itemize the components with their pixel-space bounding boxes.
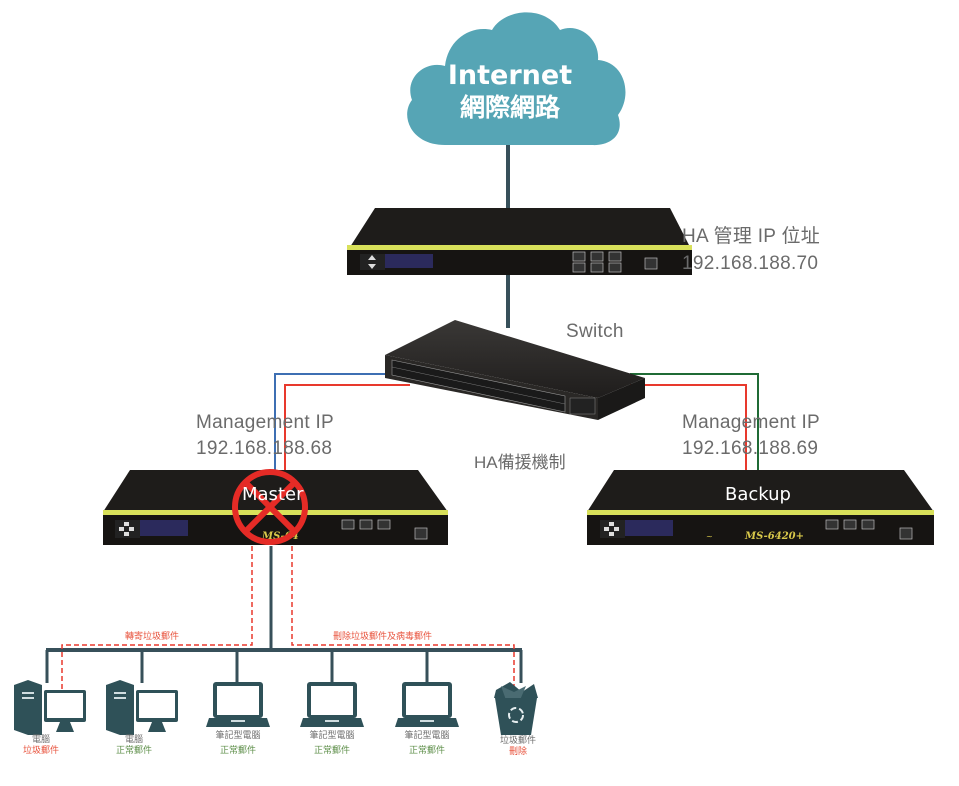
switch-label: Switch	[566, 321, 624, 342]
backup-mgmt-ip-value: 192.168.188.69	[682, 438, 819, 459]
ha-failover-label: HA備援機制	[474, 453, 566, 472]
laptop-icon	[395, 682, 459, 727]
client-4-status: 正常郵件	[313, 746, 350, 756]
backup-brand-label: ~	[706, 532, 713, 541]
master-model-label: MS-64	[261, 531, 299, 542]
forward-spam-flow	[61, 546, 253, 690]
network-switch-device	[385, 320, 645, 420]
client-2-name: 電腦	[124, 735, 143, 745]
client-2-status: 正常郵件	[115, 746, 152, 756]
laptop-icon	[206, 682, 270, 727]
backup-device: ~ MS-6420+	[587, 470, 934, 545]
master-device: MS-64	[103, 470, 448, 545]
client-5-status: 正常郵件	[408, 746, 445, 756]
master-mgmt-ip-label: Management IP	[196, 412, 335, 433]
client-1-status: 垃圾郵件	[22, 746, 59, 756]
trash-status: 刪除	[508, 747, 527, 757]
backup-red-link	[630, 384, 747, 476]
client-1-name: 電腦	[31, 735, 50, 745]
backup-model-label: MS-6420+	[744, 531, 804, 542]
client-5-name: 筆記型電腦	[404, 731, 450, 741]
desktop-computer-icon	[14, 680, 86, 735]
cloud-subtitle: 網際網路	[459, 93, 560, 122]
delete-spam-virus-label: 刪除垃圾郵件及病毒郵件	[333, 632, 433, 642]
cloud-title: Internet	[447, 60, 573, 91]
trash-bin-icon	[494, 682, 538, 735]
ha-gateway-device	[347, 208, 692, 275]
backup-mgmt-ip-label: Management IP	[682, 412, 821, 433]
desktop-computer-icon	[106, 680, 178, 735]
master-title: Master	[242, 484, 304, 505]
trash-name: 垃圾郵件	[499, 736, 536, 746]
master-blue-link	[274, 373, 390, 476]
gateway-ha-ip-label: HA 管理 IP 位址	[682, 226, 821, 247]
master-failure-x-icon	[232, 469, 308, 545]
client-3-name: 筆記型電腦	[215, 731, 261, 741]
laptop-icon	[300, 682, 364, 727]
gateway-ha-ip-value: 192.168.188.70	[682, 253, 819, 274]
client-3-status: 正常郵件	[219, 746, 256, 756]
delete-spam-flow	[291, 546, 515, 690]
master-mgmt-ip-value: 192.168.188.68	[196, 438, 333, 459]
backup-green-link	[630, 373, 759, 476]
master-red-link	[284, 384, 410, 476]
internet-cloud-icon	[407, 12, 626, 146]
forward-spam-label: 轉寄垃圾郵件	[125, 632, 180, 642]
client-4-name: 筆記型電腦	[309, 731, 355, 741]
client-drops	[45, 650, 523, 683]
backup-title: Backup	[725, 484, 791, 505]
